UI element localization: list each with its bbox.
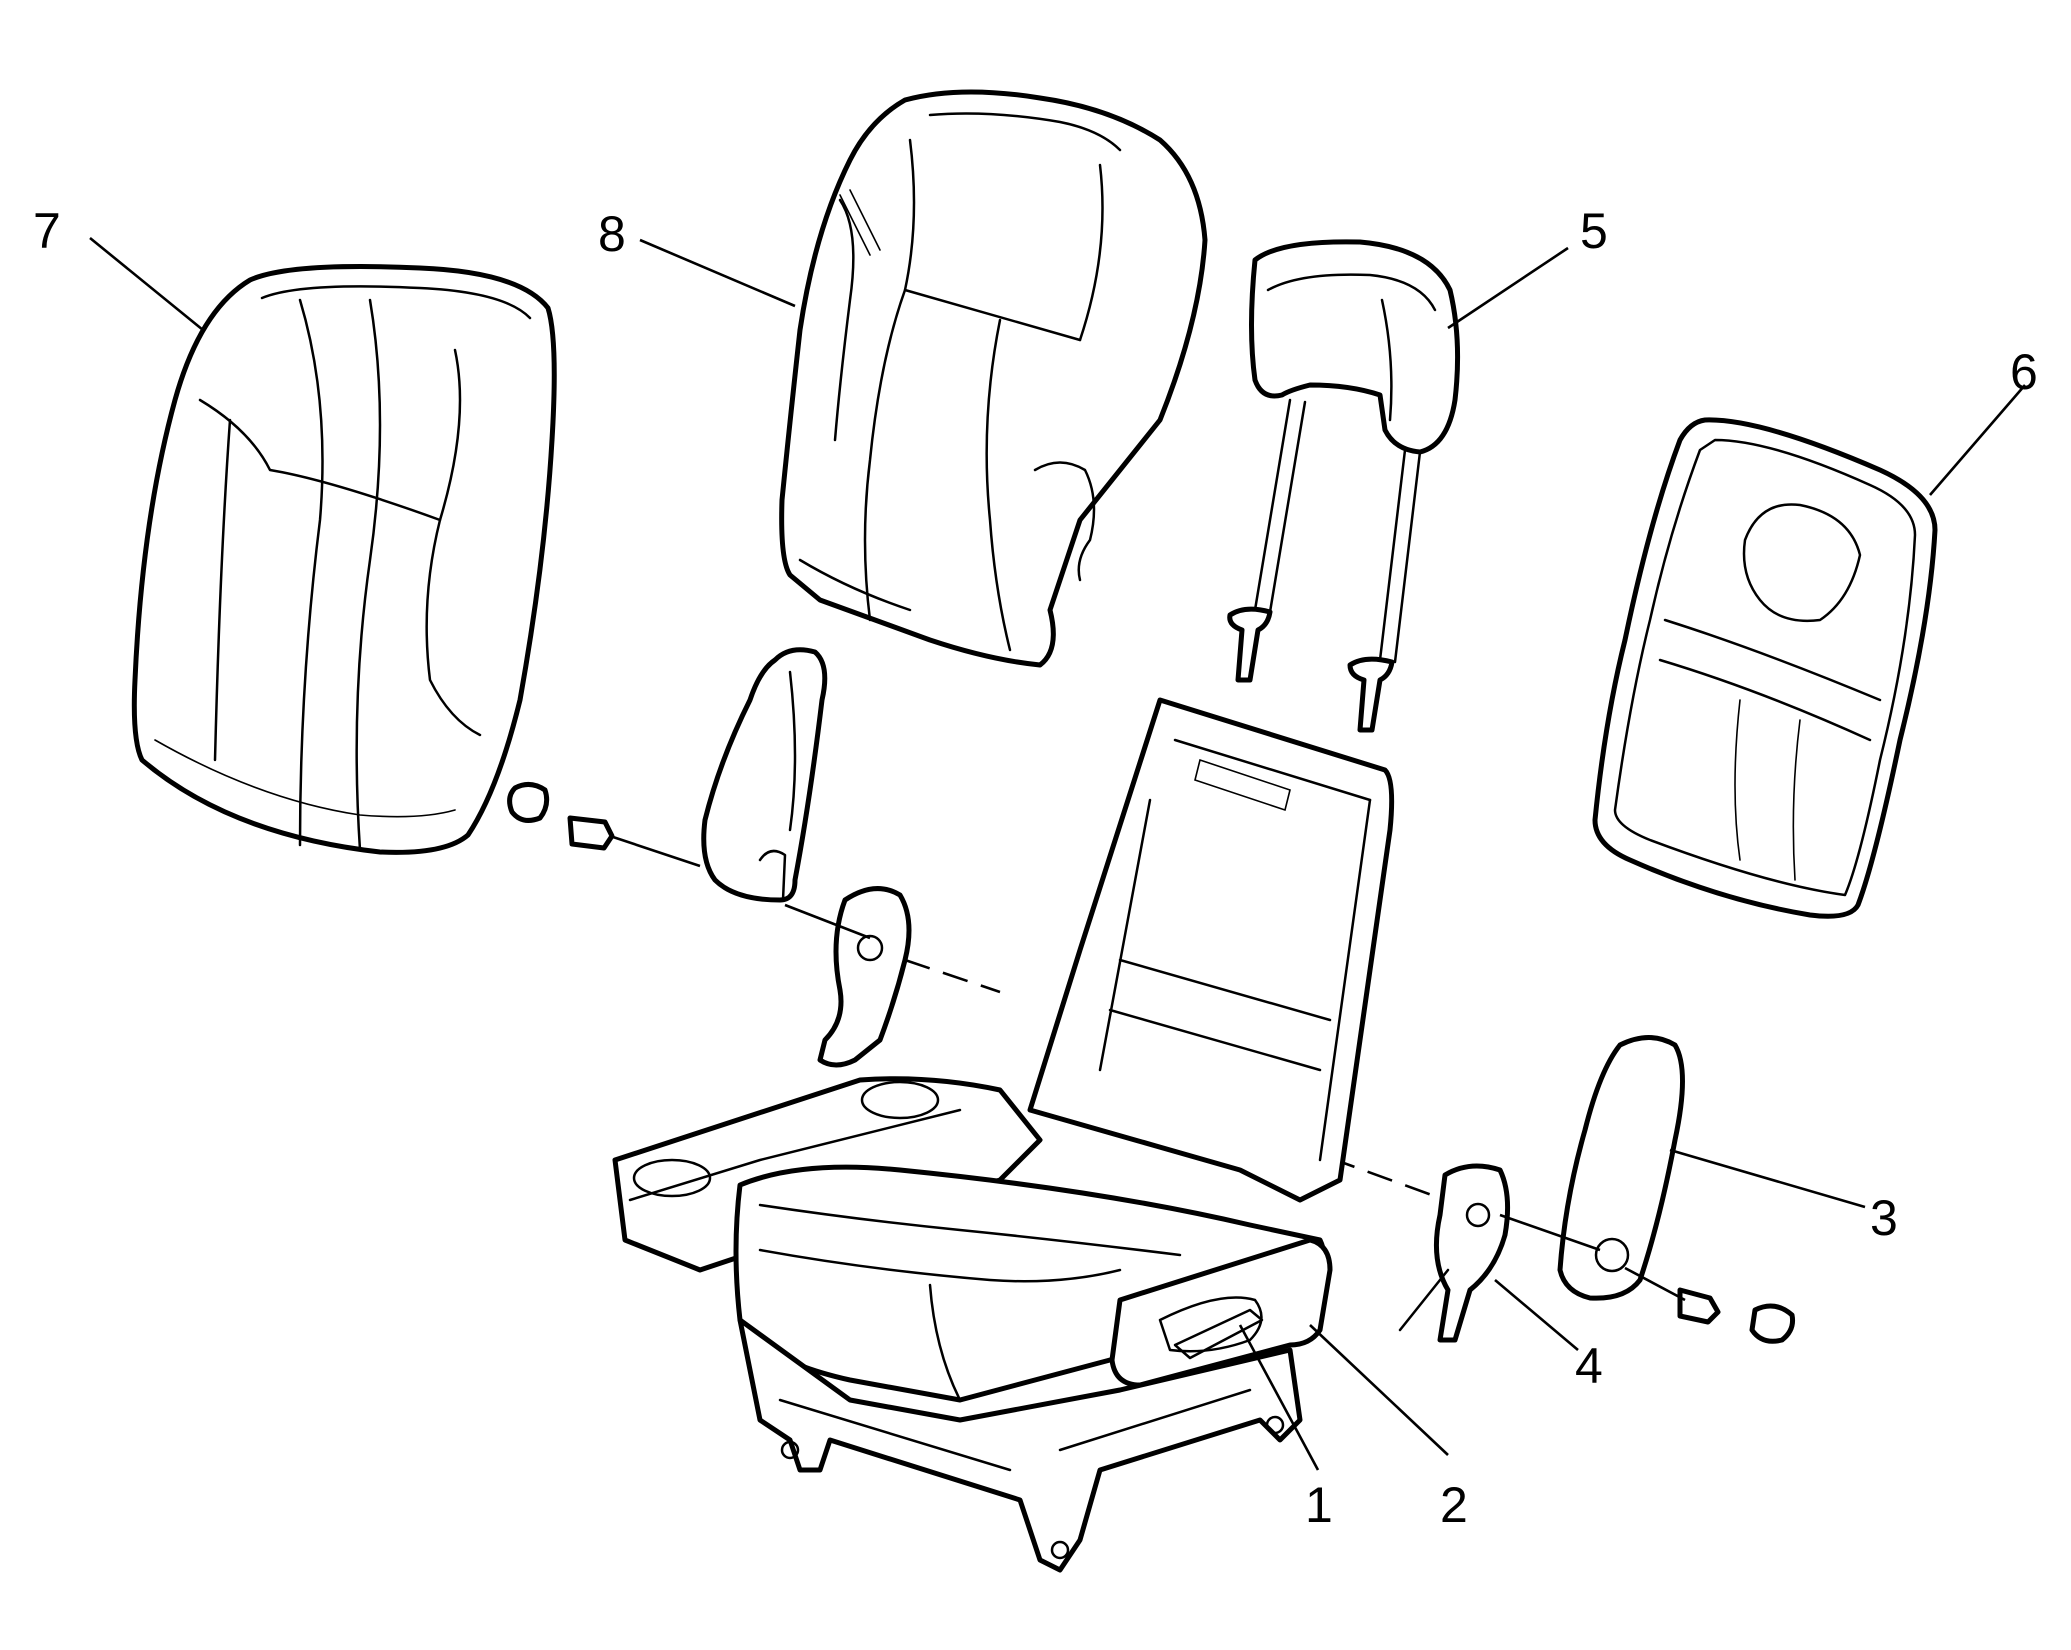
callout-3: 3 [1870,1190,1898,1246]
callout-5: 5 [1580,203,1608,259]
callout-labels: 7 8 5 6 3 4 1 2 [33,203,2038,1533]
callout-2: 2 [1440,1477,1468,1533]
part-head-restraint [1227,239,1461,733]
callout-leaders [89,236,2026,1471]
callout-6: 6 [2010,344,2038,400]
part-right-armrest [1329,1035,1795,1344]
callout-8: 8 [598,206,626,262]
part-left-armrest [507,647,1001,1068]
part-seatback-pad [779,89,1208,668]
callout-4: 4 [1575,1338,1603,1394]
part-seat-frame [612,697,1395,1573]
part-seatback-rear-panel [1592,417,1938,919]
callout-7: 7 [33,203,61,259]
part-seatback-cover [131,264,557,855]
callout-1: 1 [1305,1477,1333,1533]
